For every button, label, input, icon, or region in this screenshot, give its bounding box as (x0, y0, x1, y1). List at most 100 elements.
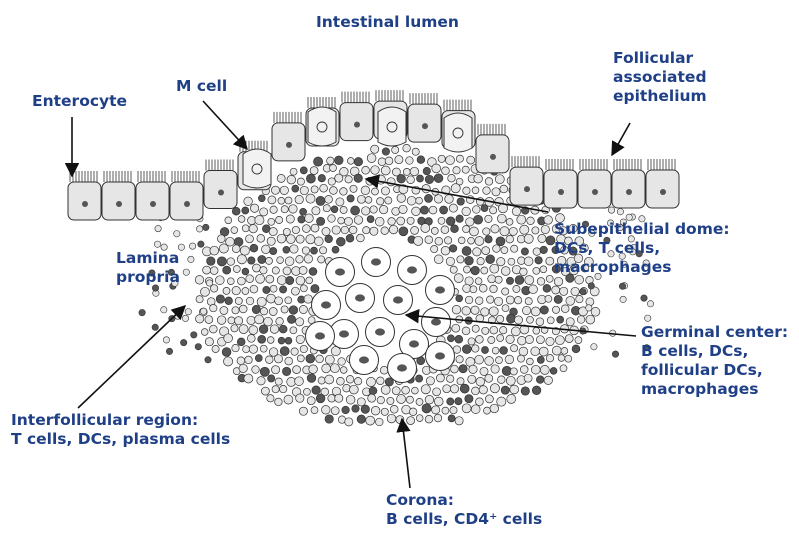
lymphocyte-icon (235, 297, 242, 304)
lymphocyte-icon (463, 187, 470, 194)
lymphocyte-icon (506, 277, 513, 284)
lymphocyte-icon (361, 186, 370, 195)
enterocyte-cell-icon (204, 159, 237, 208)
lymphocyte-icon (538, 234, 546, 242)
lymphocyte-icon (487, 296, 494, 303)
lymphocyte-icon (531, 307, 540, 316)
lymphocyte-icon (407, 176, 415, 184)
lymphocyte-icon (307, 374, 316, 383)
lymphocyte-icon (425, 236, 433, 244)
lymphocyte-icon (201, 329, 208, 336)
lymphocyte-icon (457, 256, 464, 263)
lymphocyte-icon (432, 406, 440, 414)
lymphocyte-icon (434, 174, 443, 183)
lymphocyte-icon (337, 377, 345, 385)
lymphocyte-icon (212, 345, 219, 352)
lymphocyte-icon (260, 345, 267, 352)
lymphocyte-icon (387, 397, 394, 404)
lymphocyte-icon (412, 207, 421, 216)
lymphocyte-icon (491, 365, 499, 373)
lymphocyte-icon (475, 237, 484, 246)
lymphocyte-icon (250, 204, 258, 212)
lamina-propria-label: Lamina propria (116, 249, 180, 287)
lymphocyte-icon (485, 178, 493, 186)
lymphocyte-icon (286, 215, 294, 223)
lymphocyte-icon (490, 285, 498, 293)
lymphocyte-icon (261, 387, 269, 395)
lymphocyte-icon (328, 215, 336, 223)
lymphocyte-icon (280, 347, 289, 356)
lymphocyte-icon (255, 355, 262, 362)
lymphocyte-icon (371, 406, 380, 415)
lymphocyte-icon (580, 289, 586, 295)
intestinal-lumen-label: Intestinal lumen (316, 13, 459, 32)
lymphocyte-icon (462, 166, 469, 173)
lymphocyte-icon (406, 396, 413, 403)
lymphocyte-icon (450, 407, 457, 414)
lymphocyte-icon (377, 377, 385, 385)
lymphocyte-icon (417, 156, 425, 164)
lymphocyte-icon (306, 235, 315, 244)
lymphocyte-icon (196, 315, 204, 323)
lymphocyte-icon (645, 315, 651, 321)
lymphocyte-icon (566, 297, 575, 306)
lymphocyte-icon (216, 295, 224, 303)
lymphocyte-icon (444, 237, 451, 244)
lymphocyte-icon (362, 166, 370, 174)
lymphocyte-icon (232, 344, 239, 351)
lymphocyte-icon (281, 306, 288, 313)
lymphocyte-icon (279, 325, 287, 333)
lymphocyte-icon (472, 325, 479, 332)
lymphocyte-icon (289, 205, 297, 213)
lymphocyte-icon (490, 326, 498, 334)
lymphocyte-icon (479, 284, 487, 292)
lymphocyte-icon (532, 227, 539, 234)
lymphocyte-icon (295, 195, 303, 203)
lymphocyte-icon (496, 357, 503, 364)
lymphocyte-icon (257, 297, 266, 306)
lymphocyte-icon (378, 158, 386, 166)
lymphocyte-icon (410, 167, 419, 176)
lymphocyte-icon (276, 318, 284, 326)
lymphocyte-icon (402, 386, 410, 394)
lymphocyte-icon (248, 257, 255, 264)
lymphocyte-icon (467, 156, 475, 164)
lymphocyte-icon (309, 365, 318, 374)
lymphocyte-icon (249, 326, 258, 335)
lymphocyte-icon (561, 305, 569, 313)
lymphocyte-icon (246, 235, 254, 243)
lymphocyte-icon (545, 295, 552, 302)
lymphocyte-icon (323, 205, 330, 212)
lymphocyte-icon (335, 174, 343, 182)
lymphocyte-icon (527, 316, 534, 323)
lymphocyte-icon (500, 327, 507, 334)
lymphocyte-icon (152, 324, 158, 330)
lymphocyte-icon (524, 374, 532, 382)
lymphocyte-icon (345, 418, 353, 426)
lymphocyte-icon (447, 375, 454, 382)
lymphocyte-icon (223, 287, 230, 294)
lymphocyte-icon (346, 234, 354, 242)
lymphocyte-icon (432, 164, 441, 173)
lymphocyte-icon (296, 276, 305, 285)
lymphocyte-icon (275, 398, 283, 406)
lymphocyte-icon (196, 226, 202, 232)
lymphocyte-icon (494, 297, 502, 305)
lymphocyte-icon (232, 286, 240, 294)
lymphocyte-icon (205, 338, 213, 346)
germinal-center-cell-icon (426, 342, 455, 371)
lymphocyte-icon (316, 394, 325, 403)
lymphocyte-icon (320, 184, 328, 192)
lymphocyte-icon (533, 248, 541, 256)
enterocyte-cell-icon (68, 171, 101, 220)
lymphocyte-icon (484, 407, 491, 414)
lymphocyte-icon (232, 207, 240, 215)
lymphocyte-icon (520, 225, 529, 234)
lymphocyte-icon (510, 345, 517, 352)
lymphocyte-icon (350, 385, 359, 394)
lymphocyte-icon (316, 196, 325, 205)
lymphocyte-icon (450, 266, 457, 273)
lymphocyte-icon (555, 336, 564, 345)
lymphocyte-icon (434, 255, 443, 264)
lymphocyte-icon (476, 377, 485, 386)
